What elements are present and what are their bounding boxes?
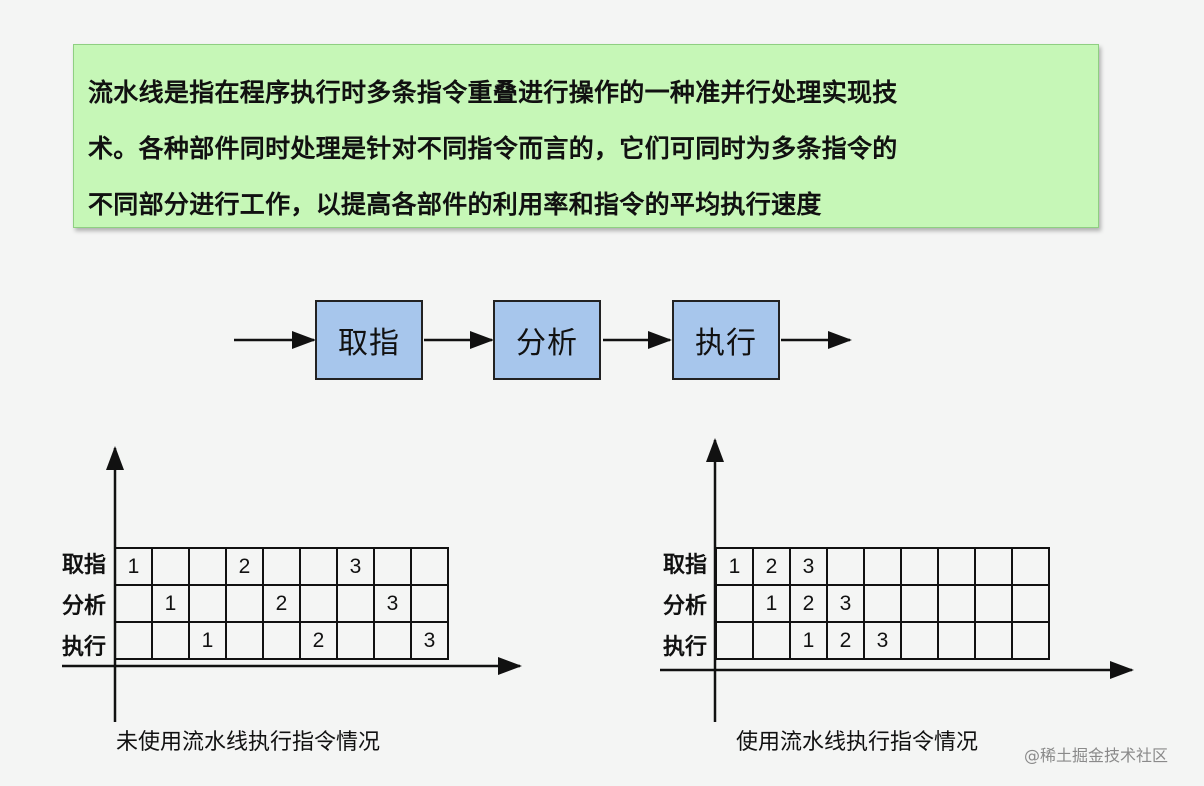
definition-box: 流水线是指在程序执行时多条指令重叠进行操作的一种准并行处理实现技 术。各种部件同… (73, 44, 1099, 228)
grid-cell (262, 547, 301, 586)
grid-cell (410, 584, 449, 623)
grid-cell: 3 (410, 621, 449, 660)
grid-cell (373, 621, 412, 660)
grid-cell (114, 621, 153, 660)
grid-row-analyze: 1 2 3 (715, 584, 1050, 623)
grid-cell (826, 547, 865, 586)
grid-cell: 1 (789, 621, 828, 660)
grid-cell (900, 547, 939, 586)
right-row-label-analyze: 分析 (662, 594, 707, 619)
left-chart-caption: 未使用流水线执行指令情况 (116, 730, 381, 755)
grid-cell: 3 (336, 547, 375, 586)
grid-cell (336, 584, 375, 623)
grid-cell (1011, 547, 1050, 586)
grid-row-execute: 1 2 3 (715, 621, 1050, 660)
left-row-label-fetch: 取指 (61, 553, 106, 578)
grid-cell (188, 584, 227, 623)
watermark-text: @稀土掘金技术社区 (1024, 746, 1169, 765)
left-timing-grid: 1 2 3 1 2 3 1 2 (114, 547, 449, 660)
grid-cell (1011, 621, 1050, 660)
grid-cell (974, 621, 1013, 660)
grid-cell (937, 621, 976, 660)
flow-stage-execute: 执行 (672, 300, 780, 380)
grid-cell: 1 (715, 547, 754, 586)
grid-cell: 2 (789, 584, 828, 623)
grid-cell (900, 621, 939, 660)
grid-cell (863, 584, 902, 623)
grid-cell (752, 621, 791, 660)
grid-cell (151, 621, 190, 660)
grid-cell: 3 (373, 584, 412, 623)
flow-stage-analyze: 分析 (493, 300, 601, 380)
right-chart-caption: 使用流水线执行指令情况 (736, 730, 979, 755)
grid-cell (715, 584, 754, 623)
grid-cell: 3 (863, 621, 902, 660)
grid-cell (114, 584, 153, 623)
grid-cell (373, 547, 412, 586)
grid-cell: 3 (789, 547, 828, 586)
grid-cell: 2 (262, 584, 301, 623)
grid-cell: 3 (826, 584, 865, 623)
grid-cell: 2 (225, 547, 264, 586)
grid-cell (937, 547, 976, 586)
grid-cell (937, 584, 976, 623)
grid-cell (262, 621, 301, 660)
grid-cell (299, 547, 338, 586)
grid-cell (151, 547, 190, 586)
grid-cell (974, 584, 1013, 623)
definition-line: 流水线是指在程序执行时多条指令重叠进行操作的一种准并行处理实现技 (88, 78, 898, 107)
grid-row-fetch: 1 2 3 (715, 547, 1050, 586)
grid-cell: 1 (188, 621, 227, 660)
grid-cell (1011, 584, 1050, 623)
grid-cell (410, 547, 449, 586)
grid-cell (225, 584, 264, 623)
definition-line: 术。各种部件同时处理是针对不同指令而言的，它们可同时为多条指令的 (88, 134, 898, 163)
grid-row-fetch: 1 2 3 (114, 547, 449, 586)
grid-cell: 1 (752, 584, 791, 623)
definition-line: 不同部分进行工作，以提高各部件的利用率和指令的平均执行速度 (88, 190, 822, 219)
grid-cell (299, 584, 338, 623)
grid-cell (974, 547, 1013, 586)
left-row-label-execute: 执行 (61, 635, 106, 660)
grid-cell: 2 (826, 621, 865, 660)
grid-cell (900, 584, 939, 623)
grid-cell: 2 (752, 547, 791, 586)
left-row-label-analyze: 分析 (61, 594, 106, 619)
flow-stage-fetch: 取指 (315, 300, 423, 380)
grid-row-execute: 1 2 3 (114, 621, 449, 660)
grid-cell (715, 621, 754, 660)
grid-cell (336, 621, 375, 660)
grid-row-analyze: 1 2 3 (114, 584, 449, 623)
grid-cell: 1 (151, 584, 190, 623)
grid-cell (863, 547, 902, 586)
grid-cell: 1 (114, 547, 153, 586)
right-timing-grid: 1 2 3 1 2 3 1 2 3 (715, 547, 1050, 660)
right-row-label-execute: 执行 (662, 635, 707, 660)
grid-cell (225, 621, 264, 660)
grid-cell: 2 (299, 621, 338, 660)
right-row-label-fetch: 取指 (662, 553, 707, 578)
grid-cell (188, 547, 227, 586)
